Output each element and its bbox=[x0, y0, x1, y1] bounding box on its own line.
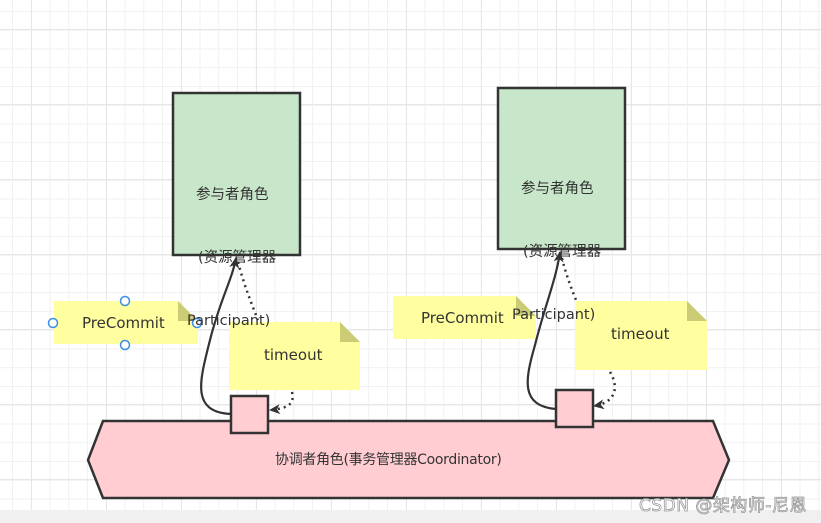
selection-handle-top[interactable] bbox=[119, 295, 131, 307]
participant-2-line-3: Participant) bbox=[512, 307, 596, 323]
participant-1-line-2: (资源管理器 bbox=[198, 250, 277, 266]
coordinator-port-2[interactable] bbox=[554, 388, 595, 429]
participant-box-2[interactable] bbox=[496, 86, 627, 251]
diagram bbox=[47, 86, 731, 500]
coordinator-shape[interactable] bbox=[86, 419, 731, 500]
selection-handle-left[interactable] bbox=[47, 317, 59, 329]
selection-handles[interactable] bbox=[47, 295, 203, 351]
footer-band bbox=[0, 510, 821, 523]
participant-2-line-1: 参与者角色 bbox=[521, 181, 594, 197]
selection-handle-bottom[interactable] bbox=[119, 339, 131, 351]
timeout-loop-2[interactable] bbox=[560, 257, 578, 301]
precommit-connector-1[interactable] bbox=[200, 257, 240, 416]
participant-1-line-1: 参与者角色 bbox=[196, 187, 269, 203]
note-precommit-1[interactable] bbox=[54, 301, 198, 344]
participant-box-1[interactable] bbox=[171, 91, 302, 257]
note-timeout-1[interactable] bbox=[229, 322, 360, 390]
coordinator-port-1[interactable] bbox=[229, 394, 270, 435]
timeout-connector-1[interactable] bbox=[269, 391, 294, 415]
note-timeout-2[interactable] bbox=[575, 301, 707, 370]
participant-2-line-2: (资源管理器 bbox=[523, 244, 602, 260]
note-precommit-1-label: PreCommit bbox=[82, 314, 165, 332]
note-precommit-2-label: PreCommit bbox=[421, 309, 504, 327]
coordinator-label: 协调者角色(事务管理器Coordinator) bbox=[275, 452, 502, 468]
note-precommit-2[interactable] bbox=[393, 296, 536, 339]
selection-handle-right[interactable] bbox=[191, 317, 203, 329]
note-timeout-1-label: timeout bbox=[264, 346, 323, 364]
note-timeout-2-label: timeout bbox=[611, 325, 670, 343]
participant-label-1: 参与者角色 (资源管理器 Participant) bbox=[173, 143, 300, 353]
participant-label-2: 参与者角色 (资源管理器 Participant) bbox=[498, 137, 625, 347]
participant-1-line-3: Participant) bbox=[187, 313, 271, 329]
precommit-connector-2[interactable] bbox=[526, 251, 564, 411]
watermark: CSDN @架构师-尼恩 bbox=[638, 496, 807, 517]
timeout-connector-2[interactable] bbox=[593, 371, 617, 410]
